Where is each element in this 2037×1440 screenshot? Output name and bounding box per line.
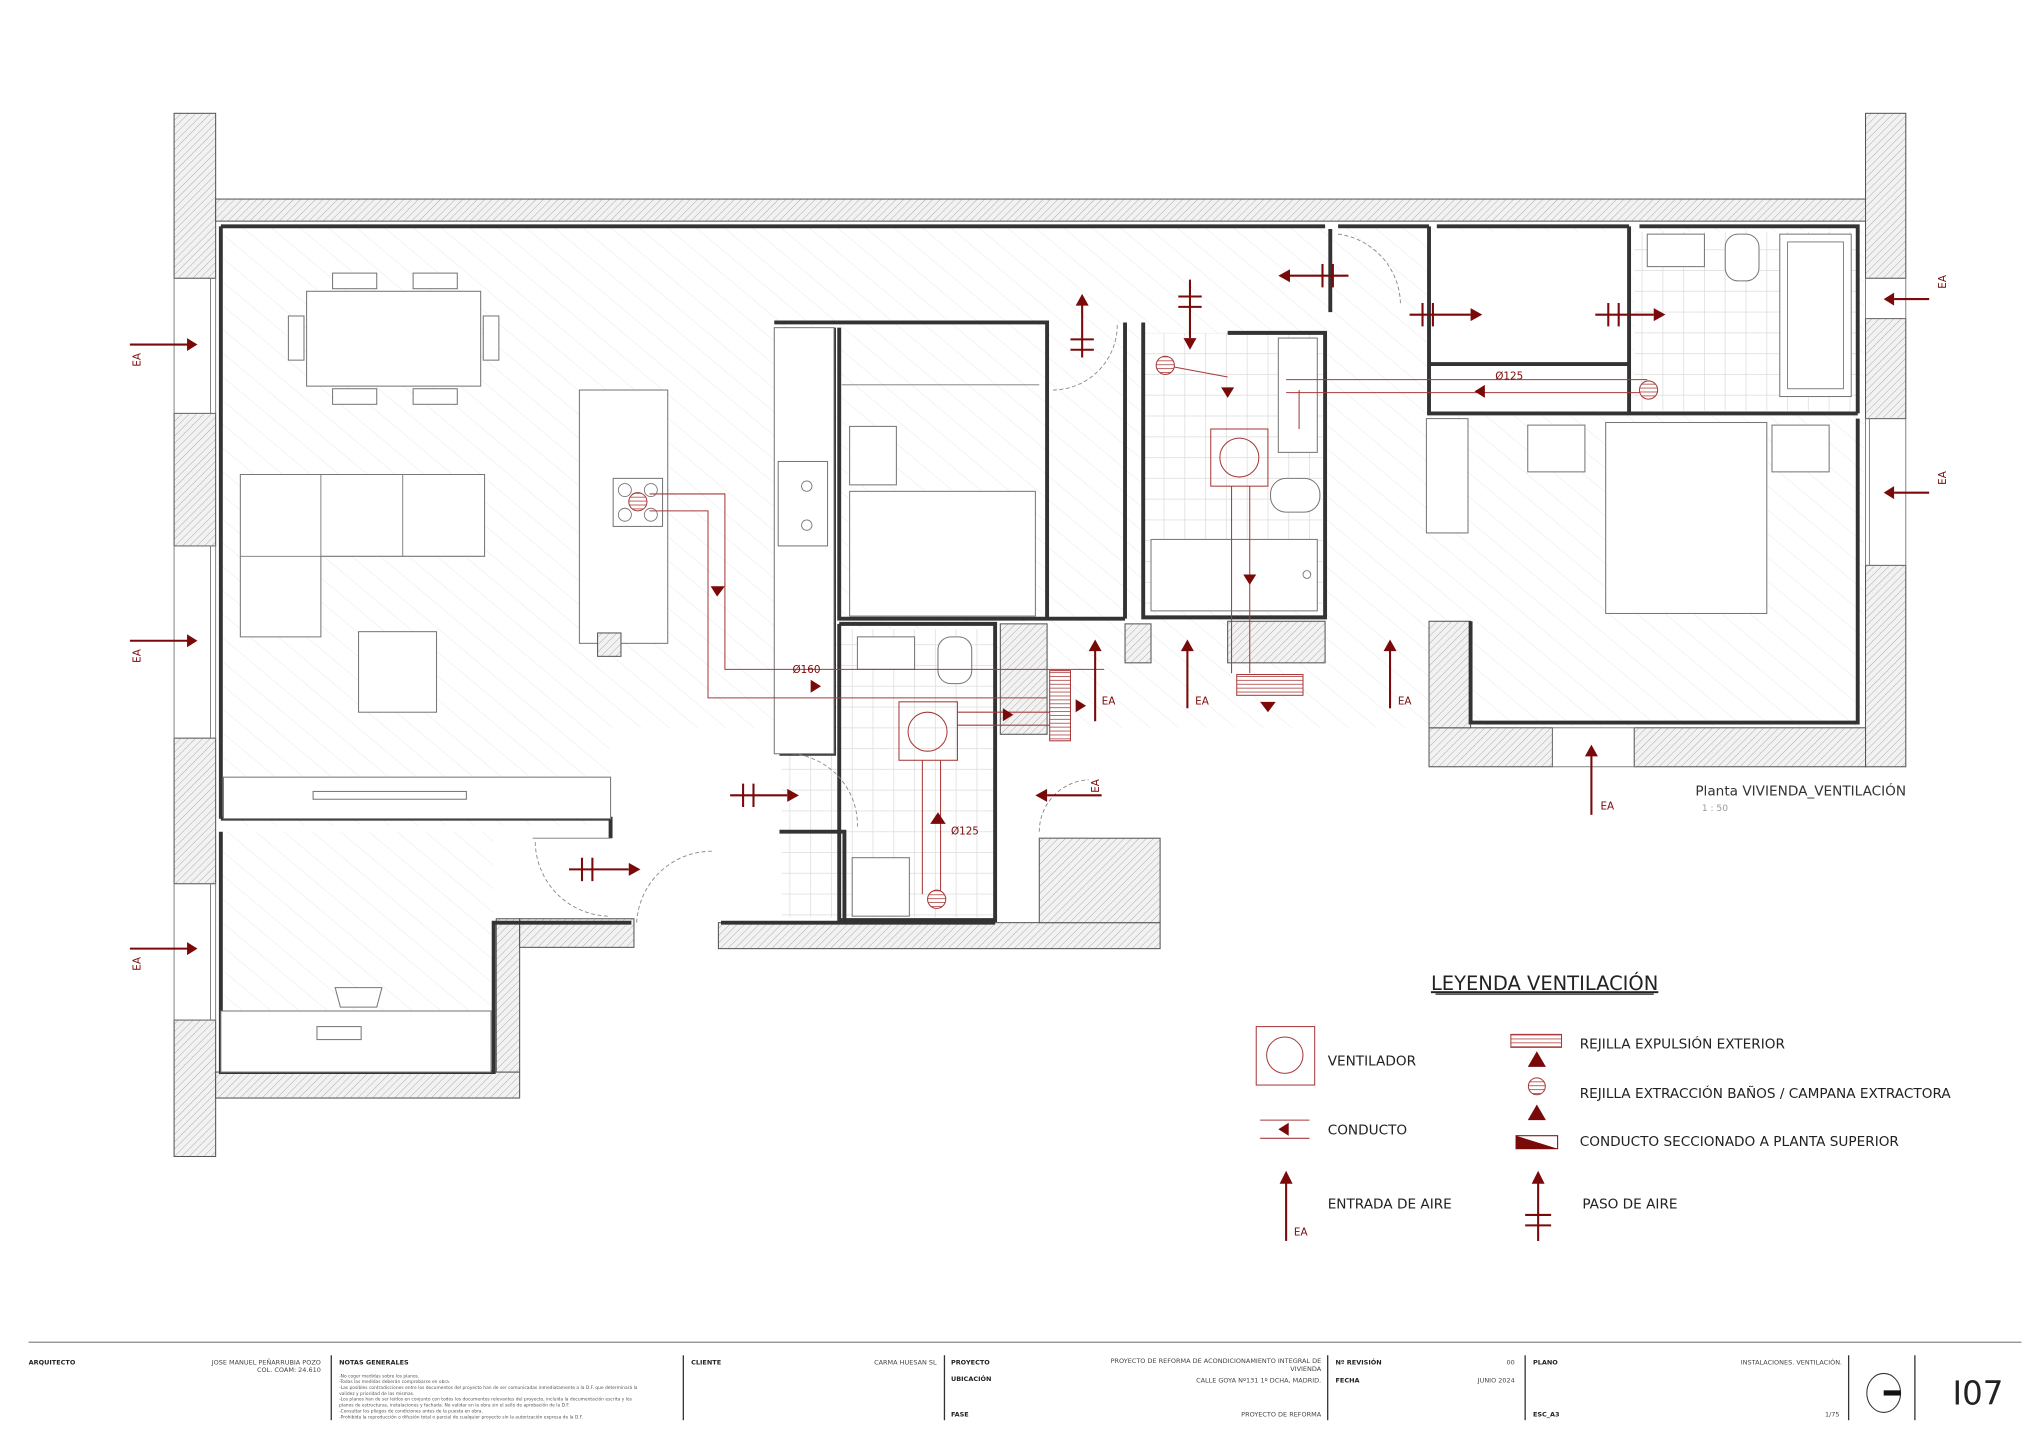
air-passage-icon	[1531, 1170, 1545, 1184]
svg-text:PASO DE AIRE: PASO DE AIRE	[1582, 1196, 1677, 1212]
exterior-exhaust-grille-icon	[1510, 1033, 1563, 1048]
north-arrow-icon	[1866, 1372, 1902, 1413]
toilet-2	[1724, 233, 1760, 282]
sink-2	[1646, 233, 1705, 268]
hood-extract-grille-icon	[628, 492, 648, 512]
svg-text:EA: EA	[1601, 801, 1616, 813]
svg-text:EA: EA	[1102, 695, 1117, 707]
svg-text:REJILLA EXTRACCIÓN BAÑOS / CAM: REJILLA EXTRACCIÓN BAÑOS / CAMPANA EXTRA…	[1580, 1084, 1952, 1102]
air-passage-arrows	[569, 264, 1666, 882]
svg-text:EA: EA	[1195, 695, 1210, 707]
svg-text:EA: EA	[1937, 470, 1949, 485]
svg-text:CONDUCTO: CONDUCTO	[1328, 1122, 1407, 1138]
svg-text:PLANO: PLANO	[1533, 1358, 1558, 1366]
svg-text:ARQUITECTO: ARQUITECTO	[29, 1358, 76, 1366]
duct-label-kitchen: Ø160	[792, 664, 820, 676]
duct-icon	[1278, 1122, 1289, 1136]
svg-text:-No coger medidas sobre los pl: -No coger medidas sobre los planos.	[339, 1373, 419, 1379]
svg-text:JOSE MANUEL PEÑARRUBIA POZO: JOSE MANUEL PEÑARRUBIA POZO	[211, 1357, 321, 1366]
bed-1	[849, 490, 1036, 617]
svg-text:00: 00	[1506, 1358, 1514, 1366]
title-block: ARQUITECTO JOSE MANUEL PEÑARRUBIA POZO C…	[29, 1341, 2022, 1420]
svg-text:NOTAS GENERALES: NOTAS GENERALES	[339, 1358, 409, 1366]
legend: LEYENDA VENTILACIÓN VENTILADOR CONDUCTO …	[1255, 971, 1952, 1241]
svg-text:1/75: 1/75	[1825, 1410, 1840, 1418]
svg-text:EA: EA	[1398, 695, 1413, 707]
furniture	[220, 233, 1852, 1073]
svg-text:CARMA HUESAN SL: CARMA HUESAN SL	[874, 1358, 937, 1366]
bathroom-extract-grille-icon	[1527, 1077, 1546, 1096]
svg-text:REJILLA EXPULSIÓN EXTERIOR: REJILLA EXPULSIÓN EXTERIOR	[1580, 1035, 1786, 1053]
svg-text:-Todas las medidas deberán com: -Todas las medidas deberán comprobarse e…	[339, 1378, 450, 1385]
svg-text:-Las posibles contradicciones: -Las posibles contradicciones entre los …	[339, 1384, 638, 1391]
svg-text:EA: EA	[1090, 778, 1102, 793]
ventilation-system: Ø160 Ø125 Ø125 EA	[129, 264, 1949, 971]
fan-icon	[1255, 1026, 1316, 1086]
svg-text:EA: EA	[1937, 274, 1949, 289]
svg-text:INSTALACIONES. VENTILACIÓN.: INSTALACIONES. VENTILACIÓN.	[1741, 1357, 1842, 1366]
svg-text:PROYECTO DE REFORMA: PROYECTO DE REFORMA	[1241, 1410, 1322, 1418]
windows	[173, 277, 1907, 1021]
svg-text:EA: EA	[1294, 1227, 1309, 1239]
toilet-3	[937, 636, 973, 685]
svg-text:-Prohibida la reproducción o d: -Prohibida la reproducción o difusión to…	[339, 1413, 583, 1420]
bathtub	[1779, 233, 1852, 398]
floor-plan: Ø160 Ø125 Ø125 EA	[129, 112, 1949, 1158]
office-chair	[334, 987, 383, 1008]
svg-text:CALLE GOYA Nº131 1º DCHA, MADR: CALLE GOYA Nº131 1º DCHA, MADRID.	[1196, 1377, 1321, 1385]
svg-text:JUNIO 2024: JUNIO 2024	[1477, 1377, 1515, 1385]
fan-icon	[1210, 428, 1269, 487]
exterior-walls	[173, 112, 1907, 1158]
svg-text:PROYECTO DE REFORMA DE ACONDIC: PROYECTO DE REFORMA DE ACONDICIONAMIENTO…	[1111, 1357, 1322, 1365]
air-inlet-icon	[1279, 1170, 1293, 1184]
svg-text:Nº REVISIÓN: Nº REVISIÓN	[1335, 1357, 1381, 1366]
bathroom-extract-grille-icon	[927, 889, 947, 909]
svg-text:EA: EA	[131, 352, 143, 367]
svg-text:ENTRADA DE AIRE: ENTRADA DE AIRE	[1328, 1196, 1452, 1212]
sink-3	[856, 636, 916, 670]
svg-text:UBICACIÓN: UBICACIÓN	[951, 1374, 992, 1383]
duct-label-bath-2: Ø125	[1495, 371, 1523, 383]
legend-title: LEYENDA VENTILACIÓN	[1431, 971, 1658, 995]
wardrobe	[1425, 418, 1469, 534]
svg-text:-Los planos han de ser leídos: -Los planos han de ser leídos en conjunt…	[339, 1396, 633, 1403]
sheet-number: I07	[1953, 1375, 2004, 1413]
svg-text:CLIENTE: CLIENTE	[691, 1358, 721, 1366]
svg-text:EA: EA	[131, 956, 143, 971]
air-inlet-arrows: EA EA EA EA EA EA EA EA EA EA	[129, 274, 1949, 971]
svg-text:COL. COAM: 24.610: COL. COAM: 24.610	[257, 1366, 321, 1374]
svg-text:-Consultar los pliegos de cond: -Consultar los pliegos de condiciones an…	[339, 1408, 483, 1414]
svg-text:VIVIENDA: VIVIENDA	[1290, 1365, 1322, 1373]
plan-title: Planta VIVIENDA_VENTILACIÓN	[1695, 781, 1906, 799]
fan-icon	[898, 701, 958, 761]
desk	[220, 1010, 492, 1073]
plan-scale: 1 : 50	[1702, 804, 1728, 814]
shower-tray	[1150, 538, 1318, 612]
svg-text:CONDUCTO SECCIONADO A PLANTA S: CONDUCTO SECCIONADO A PLANTA SUPERIOR	[1580, 1134, 1900, 1150]
bed-master	[1605, 421, 1768, 614]
exterior-exhaust-grille-icon	[1049, 670, 1071, 742]
svg-text:planos de estructuras, instala: planos de estructuras, instalaciones y f…	[339, 1402, 570, 1409]
svg-text:ESC_A3: ESC_A3	[1533, 1410, 1560, 1418]
svg-text:VENTILADOR: VENTILADOR	[1328, 1054, 1417, 1070]
svg-text:FECHA: FECHA	[1335, 1377, 1359, 1385]
svg-text:FASE: FASE	[951, 1410, 969, 1418]
svg-text:PROYECTO: PROYECTO	[951, 1358, 990, 1366]
coffee-table	[358, 631, 438, 713]
duct-label-bath: Ø125	[951, 825, 979, 837]
svg-text:EA: EA	[131, 648, 143, 663]
svg-text:validez y prioridad de las mis: validez y prioridad de las mismas.	[339, 1391, 414, 1397]
dining-table	[306, 290, 482, 387]
toilet-1	[1270, 477, 1321, 513]
